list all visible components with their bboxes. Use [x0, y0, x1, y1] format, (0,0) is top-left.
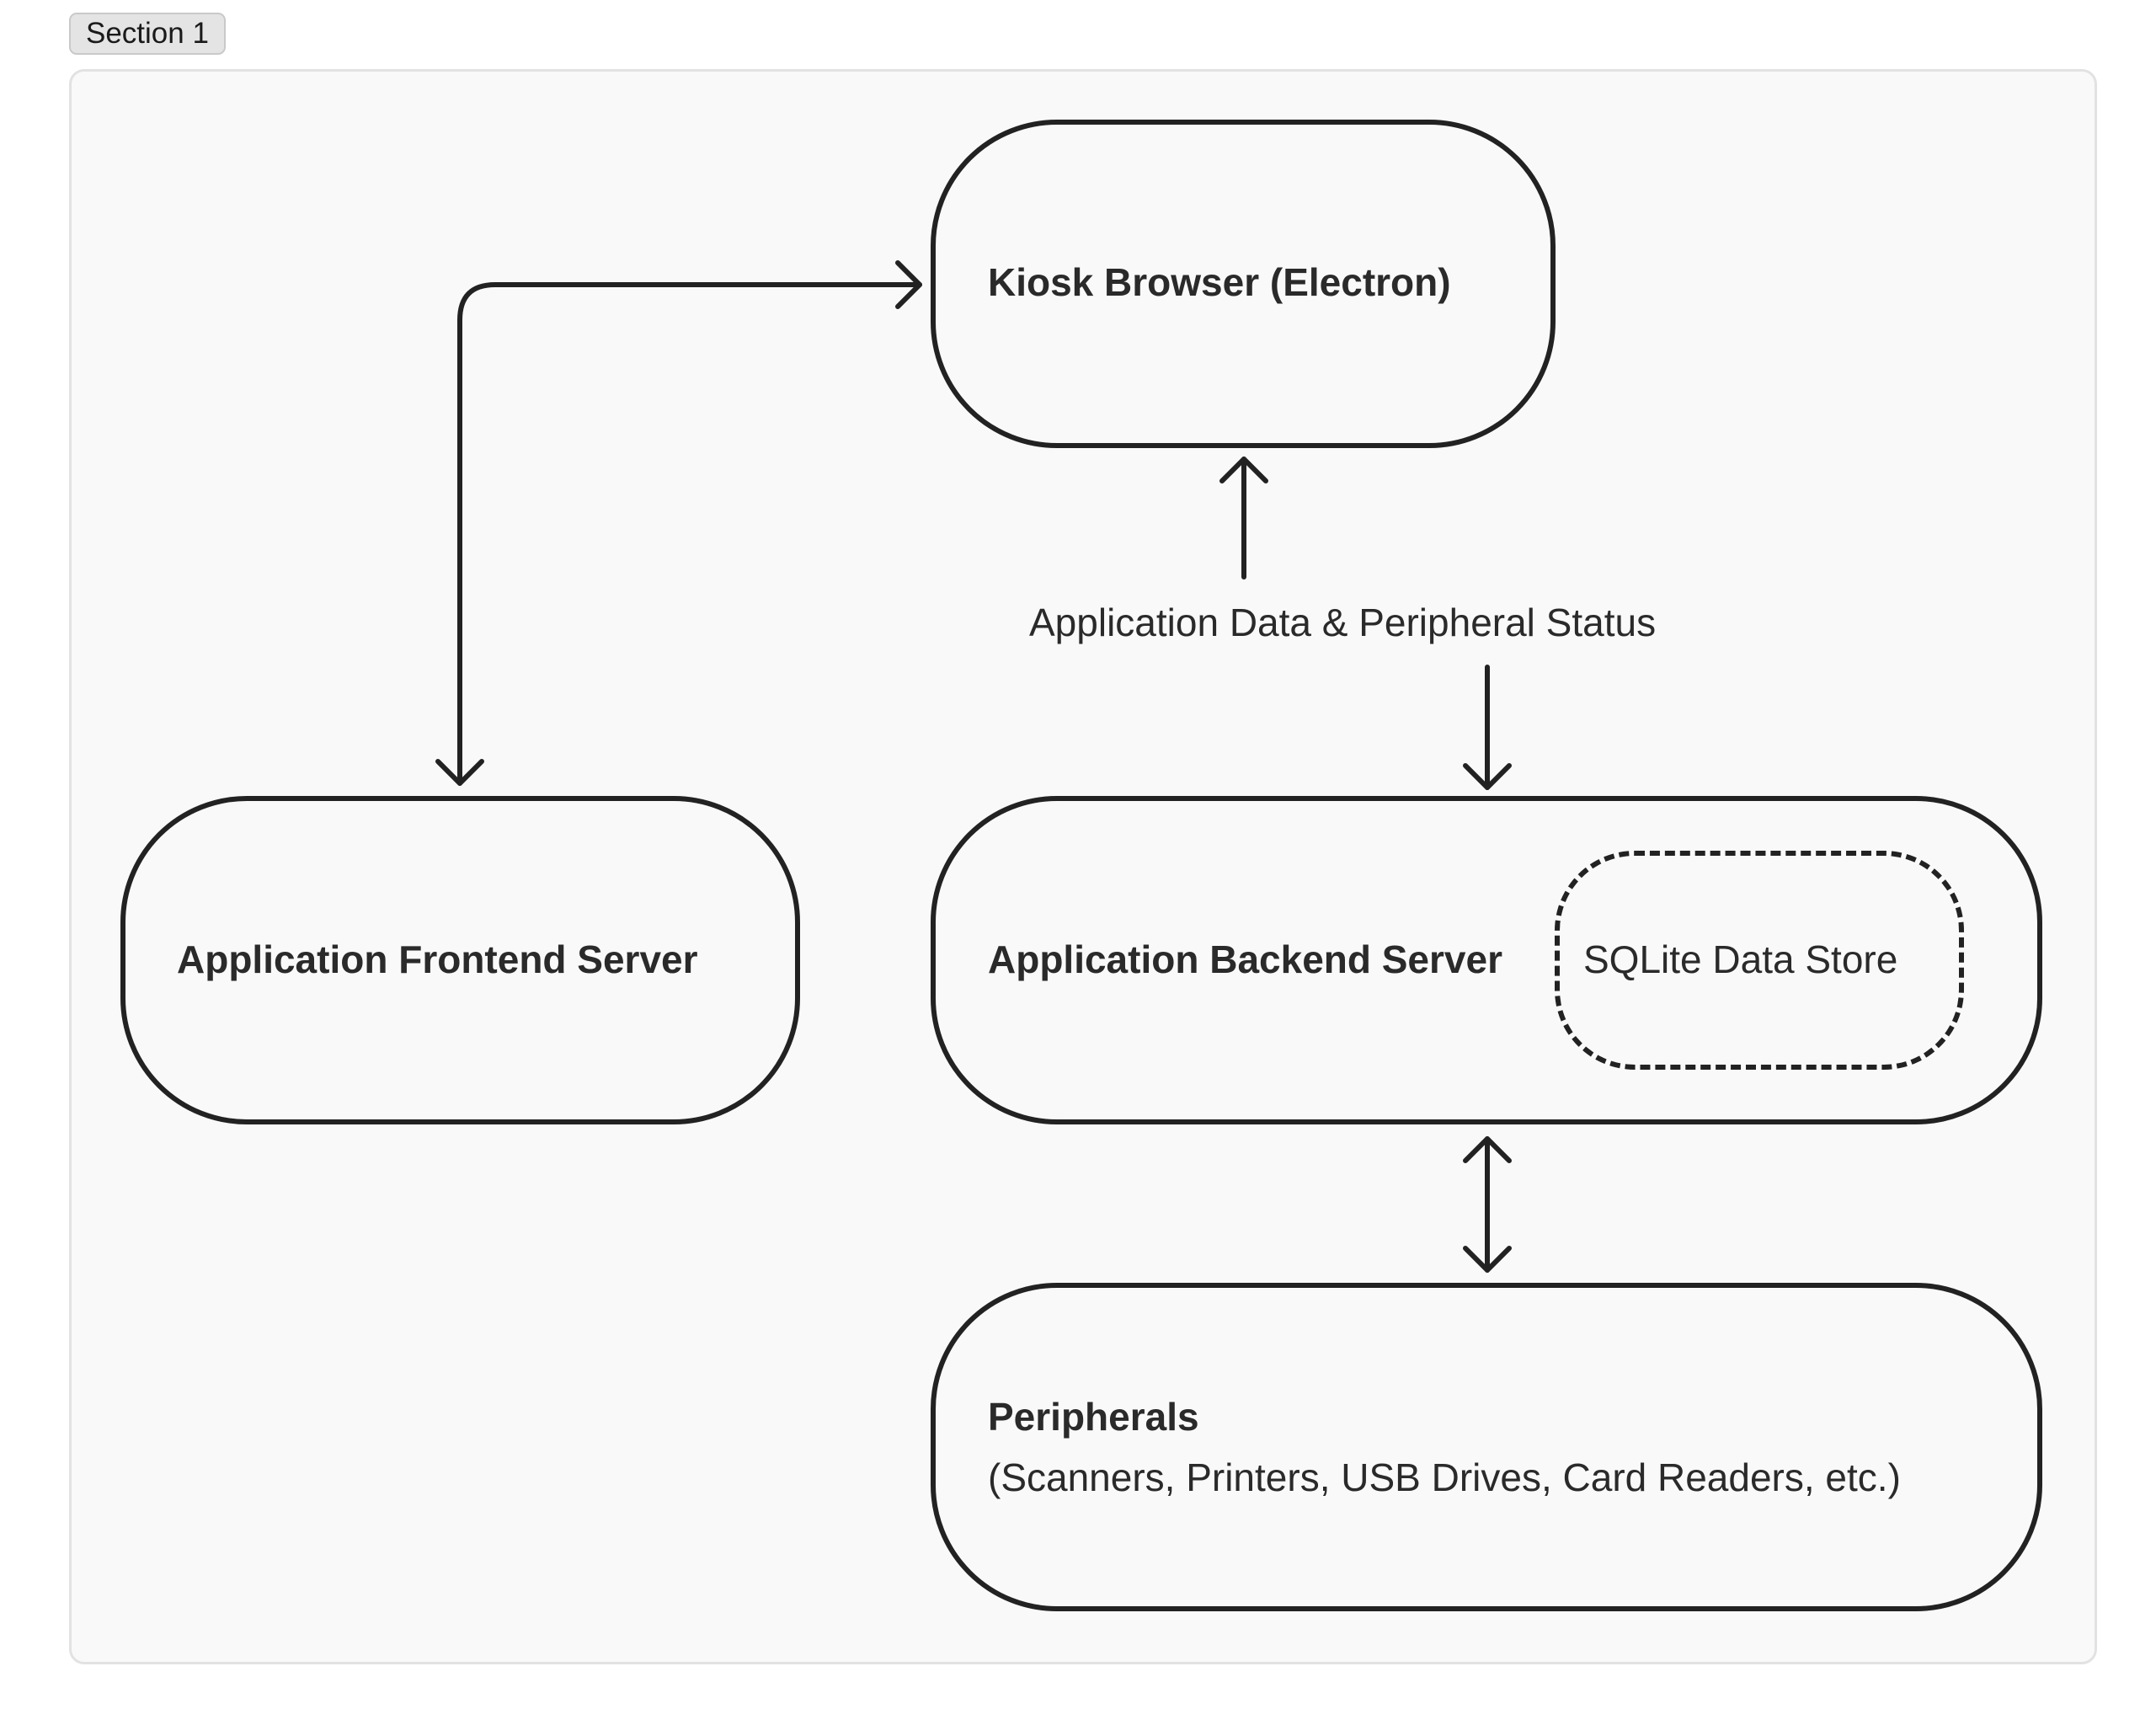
peripherals-detail: (Scanners, Printers, USB Drives, Card Re…	[988, 1455, 1901, 1499]
section-frame	[69, 69, 2097, 1664]
frontend-server-node[interactable]	[120, 796, 800, 1124]
kiosk-browser-label: Kiosk Browser (Electron)	[988, 260, 1451, 304]
backend-server-node[interactable]	[931, 796, 2042, 1124]
sqlite-data-store-node[interactable]	[1555, 851, 1964, 1070]
peripherals-node[interactable]	[931, 1283, 2042, 1611]
section-tab[interactable]: Section 1	[69, 13, 226, 55]
frontend-server-label: Application Frontend Server	[177, 937, 698, 981]
edge-label-kiosk-backend: Application Data & Peripheral Status	[1029, 601, 1657, 644]
kiosk-browser-node[interactable]	[931, 120, 1556, 448]
peripherals-title: Peripherals	[988, 1395, 1199, 1439]
sqlite-data-store-label: SQLite Data Store	[1583, 937, 1898, 981]
backend-server-label: Application Backend Server	[988, 937, 1502, 981]
